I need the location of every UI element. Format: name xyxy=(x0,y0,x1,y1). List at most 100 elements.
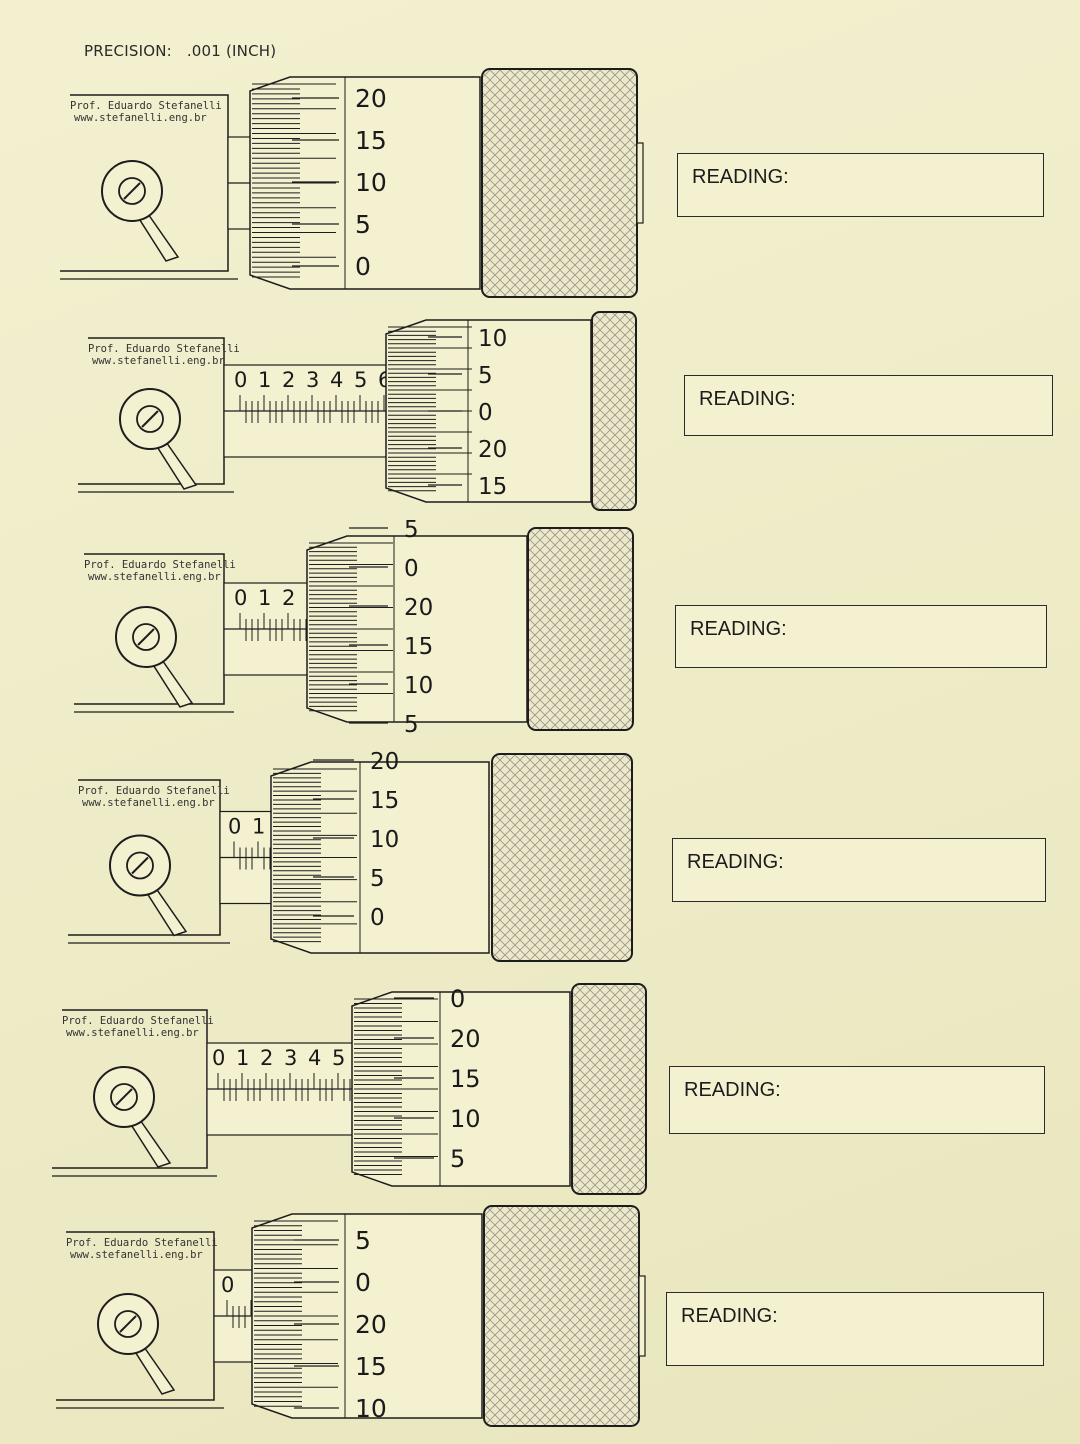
sleeve-digit-0: 0 xyxy=(212,1046,225,1070)
sleeve-digit-1: 1 xyxy=(252,815,265,839)
thimble-label-5: 5 xyxy=(370,866,385,892)
credit-url: www.stefanelli.eng.br xyxy=(88,571,221,583)
credit-name: Prof. Eduardo Stefanelli xyxy=(62,1015,214,1027)
reading-label: READING: xyxy=(684,1079,781,1101)
reading-label: READING: xyxy=(681,1305,778,1327)
sleeve-digit-1: 1 xyxy=(258,368,271,392)
screw-slot-icon xyxy=(137,628,155,646)
sleeve-digit-0: 0 xyxy=(221,1273,234,1297)
thimble-label-5: 5 xyxy=(404,517,419,543)
thimble xyxy=(351,991,571,1187)
credit-name: Prof. Eduardo Stefanelli xyxy=(66,1237,218,1249)
ratchet-knurl xyxy=(491,753,633,962)
ratchet-cap xyxy=(636,142,644,224)
thimble-label-5: 5 xyxy=(404,712,419,738)
reading-answer-box-3[interactable]: READING: xyxy=(675,605,1047,668)
thimble-label-20: 20 xyxy=(450,1025,481,1053)
thimble-label-0: 0 xyxy=(370,905,385,931)
thimble-label-10: 10 xyxy=(355,168,387,197)
micrometer-exercise-3: Prof. Eduardo Stefanelliwww.stefanelli.e… xyxy=(74,517,634,738)
thimble-label-10: 10 xyxy=(370,827,399,853)
ratchet-knurl xyxy=(481,68,638,298)
reading-answer-box-5[interactable]: READING: xyxy=(669,1066,1045,1134)
thimble-label-20: 20 xyxy=(355,1310,387,1339)
micrometer-exercise-1: Prof. Eduardo Stefanelliwww.stefanelli.e… xyxy=(60,68,644,298)
sleeve-digit-2: 2 xyxy=(282,586,295,610)
micrometer-exercise-4: Prof. Eduardo Stefanelliwww.stefanelli.e… xyxy=(68,749,633,962)
thimble-label-20: 20 xyxy=(478,437,507,463)
reading-label: READING: xyxy=(699,388,796,410)
sleeve-digit-2: 2 xyxy=(260,1046,273,1070)
ratchet-knurl xyxy=(591,311,637,511)
sleeve-digit-0: 0 xyxy=(228,815,241,839)
thimble-label-10: 10 xyxy=(450,1105,481,1133)
precision-value: .001 (INCH) xyxy=(186,42,277,60)
credit-url: www.stefanelli.eng.br xyxy=(74,112,207,124)
thimble-label-0: 0 xyxy=(404,556,419,582)
sleeve-digit-4: 4 xyxy=(330,368,343,392)
sleeve-digit-3: 3 xyxy=(306,368,319,392)
thimble-label-10: 10 xyxy=(355,1394,387,1423)
reading-answer-box-6[interactable]: READING: xyxy=(666,1292,1044,1366)
micrometer-exercise-2: Prof. Eduardo Stefanelliwww.stefanelli.e… xyxy=(78,311,637,511)
reading-answer-box-4[interactable]: READING: xyxy=(672,838,1046,902)
thimble-label-20: 20 xyxy=(355,84,387,113)
reading-label: READING: xyxy=(690,618,787,640)
thimble-label-10: 10 xyxy=(404,673,433,699)
credit-name: Prof. Eduardo Stefanelli xyxy=(78,785,230,797)
sleeve-digit-1: 1 xyxy=(236,1046,249,1070)
thimble-label-5: 5 xyxy=(355,1226,371,1255)
thimble xyxy=(251,1213,483,1419)
thimble-label-0: 0 xyxy=(478,400,493,426)
thimble-label-15: 15 xyxy=(404,634,433,660)
ratchet-knurl xyxy=(527,527,634,731)
thimble xyxy=(249,76,481,290)
reading-label: READING: xyxy=(687,851,784,873)
thimble-label-15: 15 xyxy=(450,1065,481,1093)
sleeve-digit-5: 5 xyxy=(354,368,367,392)
sleeve-digit-4: 4 xyxy=(308,1046,321,1070)
credit-name: Prof. Eduardo Stefanelli xyxy=(88,343,240,355)
screw-slot-icon xyxy=(119,1315,137,1333)
thimble-label-0: 0 xyxy=(355,1268,371,1297)
credit-url: www.stefanelli.eng.br xyxy=(92,355,225,367)
sleeve-digit-2: 2 xyxy=(282,368,295,392)
screw-slot-icon xyxy=(131,856,149,875)
sleeve-digit-0: 0 xyxy=(234,368,247,392)
sleeve-digit-1: 1 xyxy=(258,586,271,610)
ratchet-cap xyxy=(638,1275,646,1357)
sleeve-digit-3: 3 xyxy=(284,1046,297,1070)
precision-label: PRECISION: xyxy=(84,42,172,60)
thimble-label-5: 5 xyxy=(450,1145,465,1173)
thimble xyxy=(270,761,490,954)
reading-answer-box-1[interactable]: READING: xyxy=(677,153,1044,217)
thimble-label-15: 15 xyxy=(355,1352,387,1381)
thimble-label-10: 10 xyxy=(478,326,507,352)
thimble-label-15: 15 xyxy=(478,474,507,500)
micrometer-exercise-6: Prof. Eduardo Stefanelliwww.stefanelli.e… xyxy=(56,1205,646,1427)
sleeve-digit-0: 0 xyxy=(234,586,247,610)
thimble-label-20: 20 xyxy=(404,595,433,621)
micrometer-exercise-5: Prof. Eduardo Stefanelliwww.stefanelli.e… xyxy=(52,983,647,1195)
sleeve-digit-partial: 5 xyxy=(332,1046,345,1070)
ratchet-knurl xyxy=(483,1205,640,1427)
screw-slot-icon xyxy=(123,182,141,200)
thimble-label-20: 20 xyxy=(370,749,399,775)
thimble-label-15: 15 xyxy=(370,788,399,814)
screw-slot-icon xyxy=(115,1088,133,1106)
ratchet-knurl xyxy=(571,983,647,1195)
credit-url: www.stefanelli.eng.br xyxy=(70,1249,203,1261)
thimble-label-5: 5 xyxy=(355,210,371,239)
reading-answer-box-2[interactable]: READING: xyxy=(684,375,1053,436)
thimble-label-5: 5 xyxy=(478,363,493,389)
thimble-label-0: 0 xyxy=(450,985,465,1013)
credit-url: www.stefanelli.eng.br xyxy=(66,1027,199,1039)
thimble-label-0: 0 xyxy=(355,252,371,281)
credit-url: www.stefanelli.eng.br xyxy=(82,797,215,809)
precision-header: PRECISION: .001 (INCH) xyxy=(84,42,276,60)
reading-label: READING: xyxy=(692,166,789,188)
thimble-label-15: 15 xyxy=(355,126,387,155)
credit-name: Prof. Eduardo Stefanelli xyxy=(84,559,236,571)
credit-name: Prof. Eduardo Stefanelli xyxy=(70,100,222,112)
